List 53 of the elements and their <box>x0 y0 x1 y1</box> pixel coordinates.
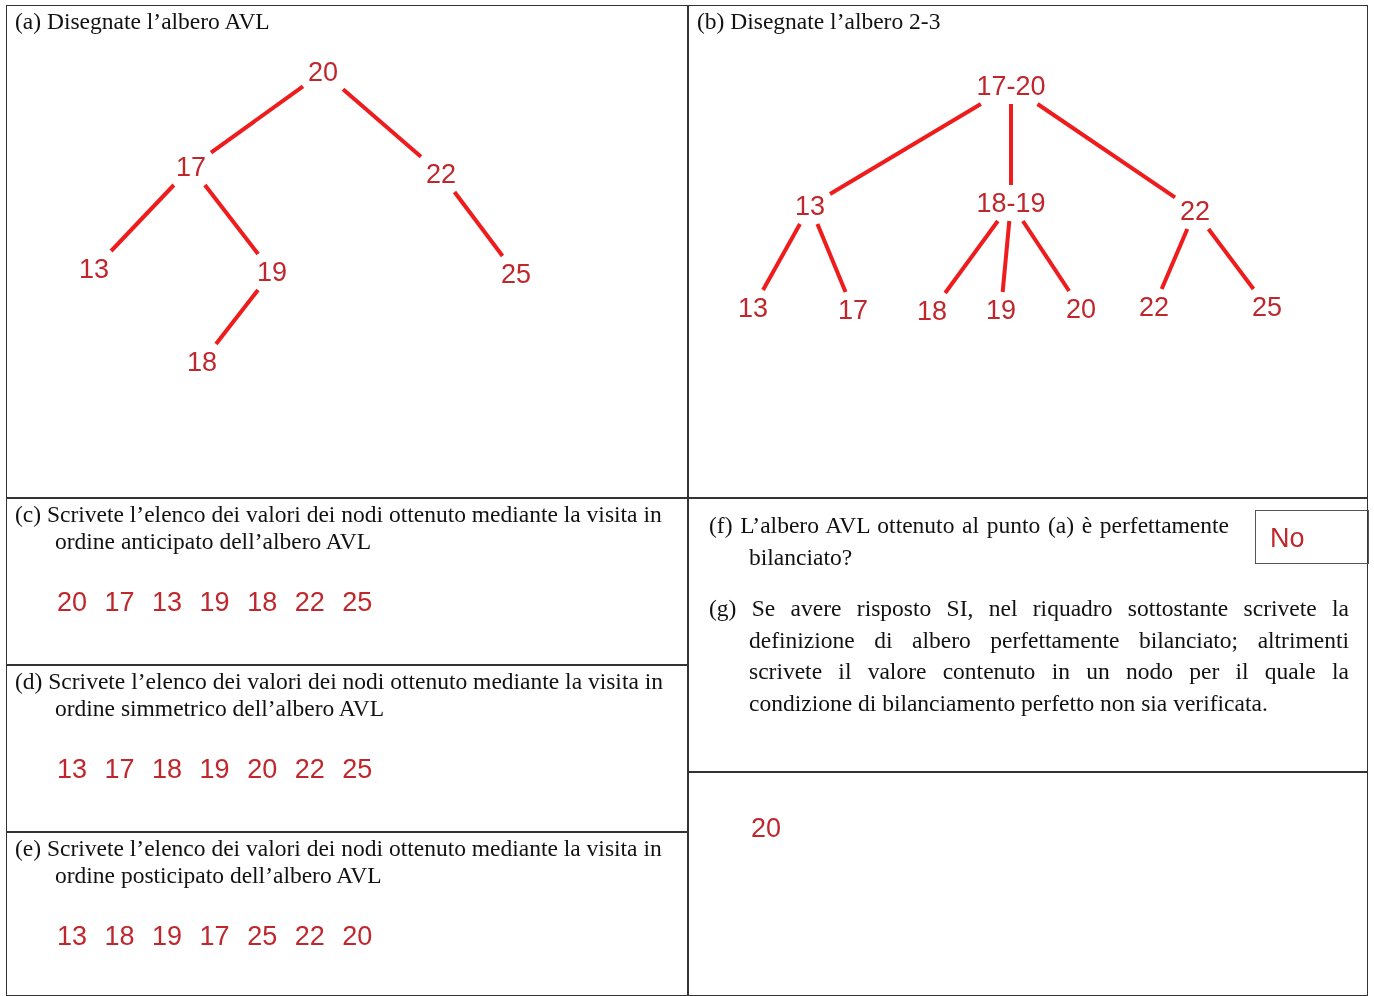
tree-edge <box>1206 227 1256 291</box>
tree-node-label: 25 <box>1252 292 1282 322</box>
answer-text: 20 <box>751 813 782 844</box>
tree-edge <box>761 223 802 291</box>
question-panel <box>6 5 688 498</box>
tree-node-label: 13 <box>795 191 825 221</box>
question-panel <box>6 832 688 996</box>
question-panel <box>6 498 688 665</box>
tree-edge <box>1000 220 1012 293</box>
tree-node-label: 13 <box>738 293 768 323</box>
question-text: (f) L’albero AVL ottenuto al punto (a) è perfettamente bilanciato? <box>709 511 1229 572</box>
question-text: (a) Disegnate l’albero AVL <box>15 8 271 35</box>
tree-node-label: 20 <box>308 57 338 87</box>
tree-node-label: 18-19 <box>976 188 1046 218</box>
answer-text: 13 18 19 17 25 22 20 <box>57 921 373 952</box>
tree-edge <box>341 87 423 159</box>
question-text: (c) Scrivete l’elenco dei valori dei nodi ottenuto mediante la visita in ordine anticipato dell’albero AVL <box>15 501 663 555</box>
tree-edge <box>1036 102 1177 200</box>
tree-edge <box>943 219 1000 295</box>
answer-box: No <box>1255 510 1369 564</box>
tree-node-label: 18 <box>917 296 947 326</box>
tree-edge <box>1159 228 1190 290</box>
tree-node-label: 22 <box>1139 292 1169 322</box>
tree-node-label: 22 <box>426 159 456 189</box>
tree-node-label: 17-20 <box>976 71 1046 101</box>
tree-node-label: 17 <box>176 152 206 182</box>
tree-edge <box>109 183 176 253</box>
question-text: (d) Scrivete l’elenco dei valori dei nodi ottenuto mediante la visita in ordine simmetrico dell’albero AVL <box>15 668 664 722</box>
tree-node-label: 20 <box>1066 294 1096 324</box>
tree-edge <box>829 102 982 196</box>
tree-node-label: 17 <box>838 295 868 325</box>
question-panel <box>688 5 1368 498</box>
tree-node-label: 18 <box>187 347 217 377</box>
tree-node-label: 19 <box>986 295 1016 325</box>
tree-edge <box>815 223 848 293</box>
answer-text: 13 17 18 19 20 22 25 <box>57 754 373 785</box>
answer-area <box>688 772 1368 996</box>
tree-edge <box>452 190 505 258</box>
tree-edge <box>1009 104 1013 185</box>
answer-text: 20 17 13 19 18 22 25 <box>57 587 373 618</box>
tree-node-label: 22 <box>1180 196 1210 226</box>
tree-node-label: 25 <box>501 259 531 289</box>
question-text: (b) Disegnate l’albero 2-3 <box>697 8 942 35</box>
tree-edge <box>214 288 260 346</box>
question-text: (e) Scrivete l’elenco dei valori dei nodi ottenuto mediante la visita in ordine posticipato dell’albero AVL <box>15 835 663 889</box>
tree-edge <box>1021 219 1071 293</box>
question-text: (g) Se avere risposto SI, nel riquadro sottostante scrivete la definizione di albero perfettamente bilanciato; altrimenti scrivete il valore contenuto in un nodo per il quale la condizione di bilanciamento perfetto non sia verificata. <box>709 594 1349 718</box>
tree-edge <box>203 183 260 256</box>
tree-node-label: 19 <box>257 257 287 287</box>
question-panel <box>6 665 688 832</box>
question-panel <box>688 498 1368 772</box>
tree-node-label: 13 <box>79 254 109 284</box>
tree-edge <box>209 84 305 155</box>
